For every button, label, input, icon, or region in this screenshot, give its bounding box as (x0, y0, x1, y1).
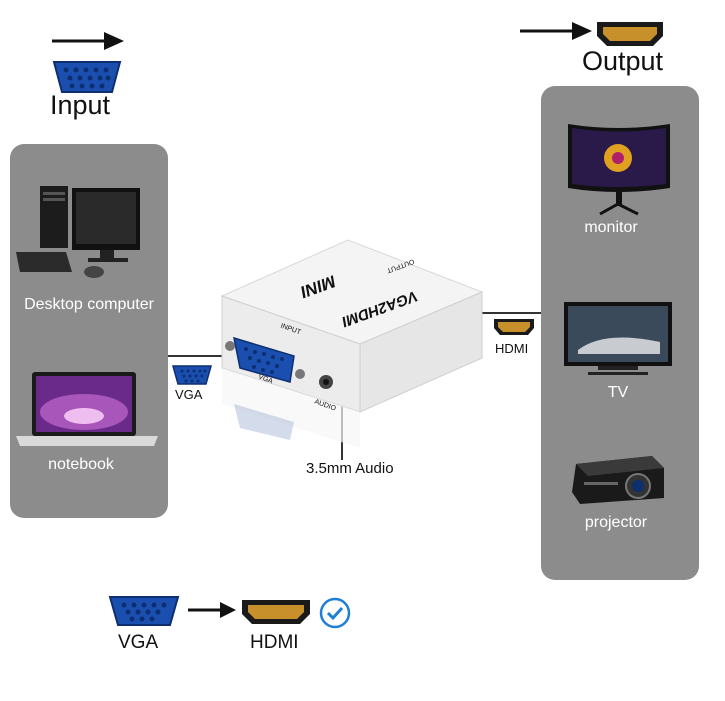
tv-label: TV (607, 384, 629, 401)
desktop-computer-label: Desktop computer (24, 296, 154, 313)
hdmi-cable-label: HDMI (495, 341, 529, 356)
monitor-label: monitor (584, 219, 638, 236)
legend-arrow-icon (188, 602, 236, 618)
checkmark-icon (319, 597, 351, 629)
notebook-label: notebook (48, 456, 114, 473)
converter-box (220, 239, 484, 448)
output-title: Output (582, 46, 664, 76)
vga-cable-label: VGA (175, 387, 203, 402)
tv-icon (564, 302, 672, 375)
input-title: Input (50, 90, 111, 120)
projector-label: projector (584, 514, 648, 531)
input-arrow-icon (52, 32, 124, 50)
legend-hdmi-connector-icon (242, 600, 310, 624)
monitor-icon (568, 124, 670, 216)
desktop-computer-icon (16, 186, 140, 278)
notebook-icon (16, 372, 158, 446)
legend-vga-label: VGA (118, 632, 159, 653)
small-vga-connector-icon (172, 365, 212, 385)
projector-icon (572, 456, 664, 504)
legend-vga-connector-icon (108, 596, 180, 626)
audio-cable-label: 3.5mm Audio (306, 460, 394, 477)
legend-hdmi-label: HDMI (250, 632, 299, 653)
vga-connector-icon (52, 61, 122, 93)
small-hdmi-connector-icon (494, 319, 534, 335)
output-arrow-icon (520, 22, 592, 40)
hdmi-connector-icon (597, 22, 663, 46)
